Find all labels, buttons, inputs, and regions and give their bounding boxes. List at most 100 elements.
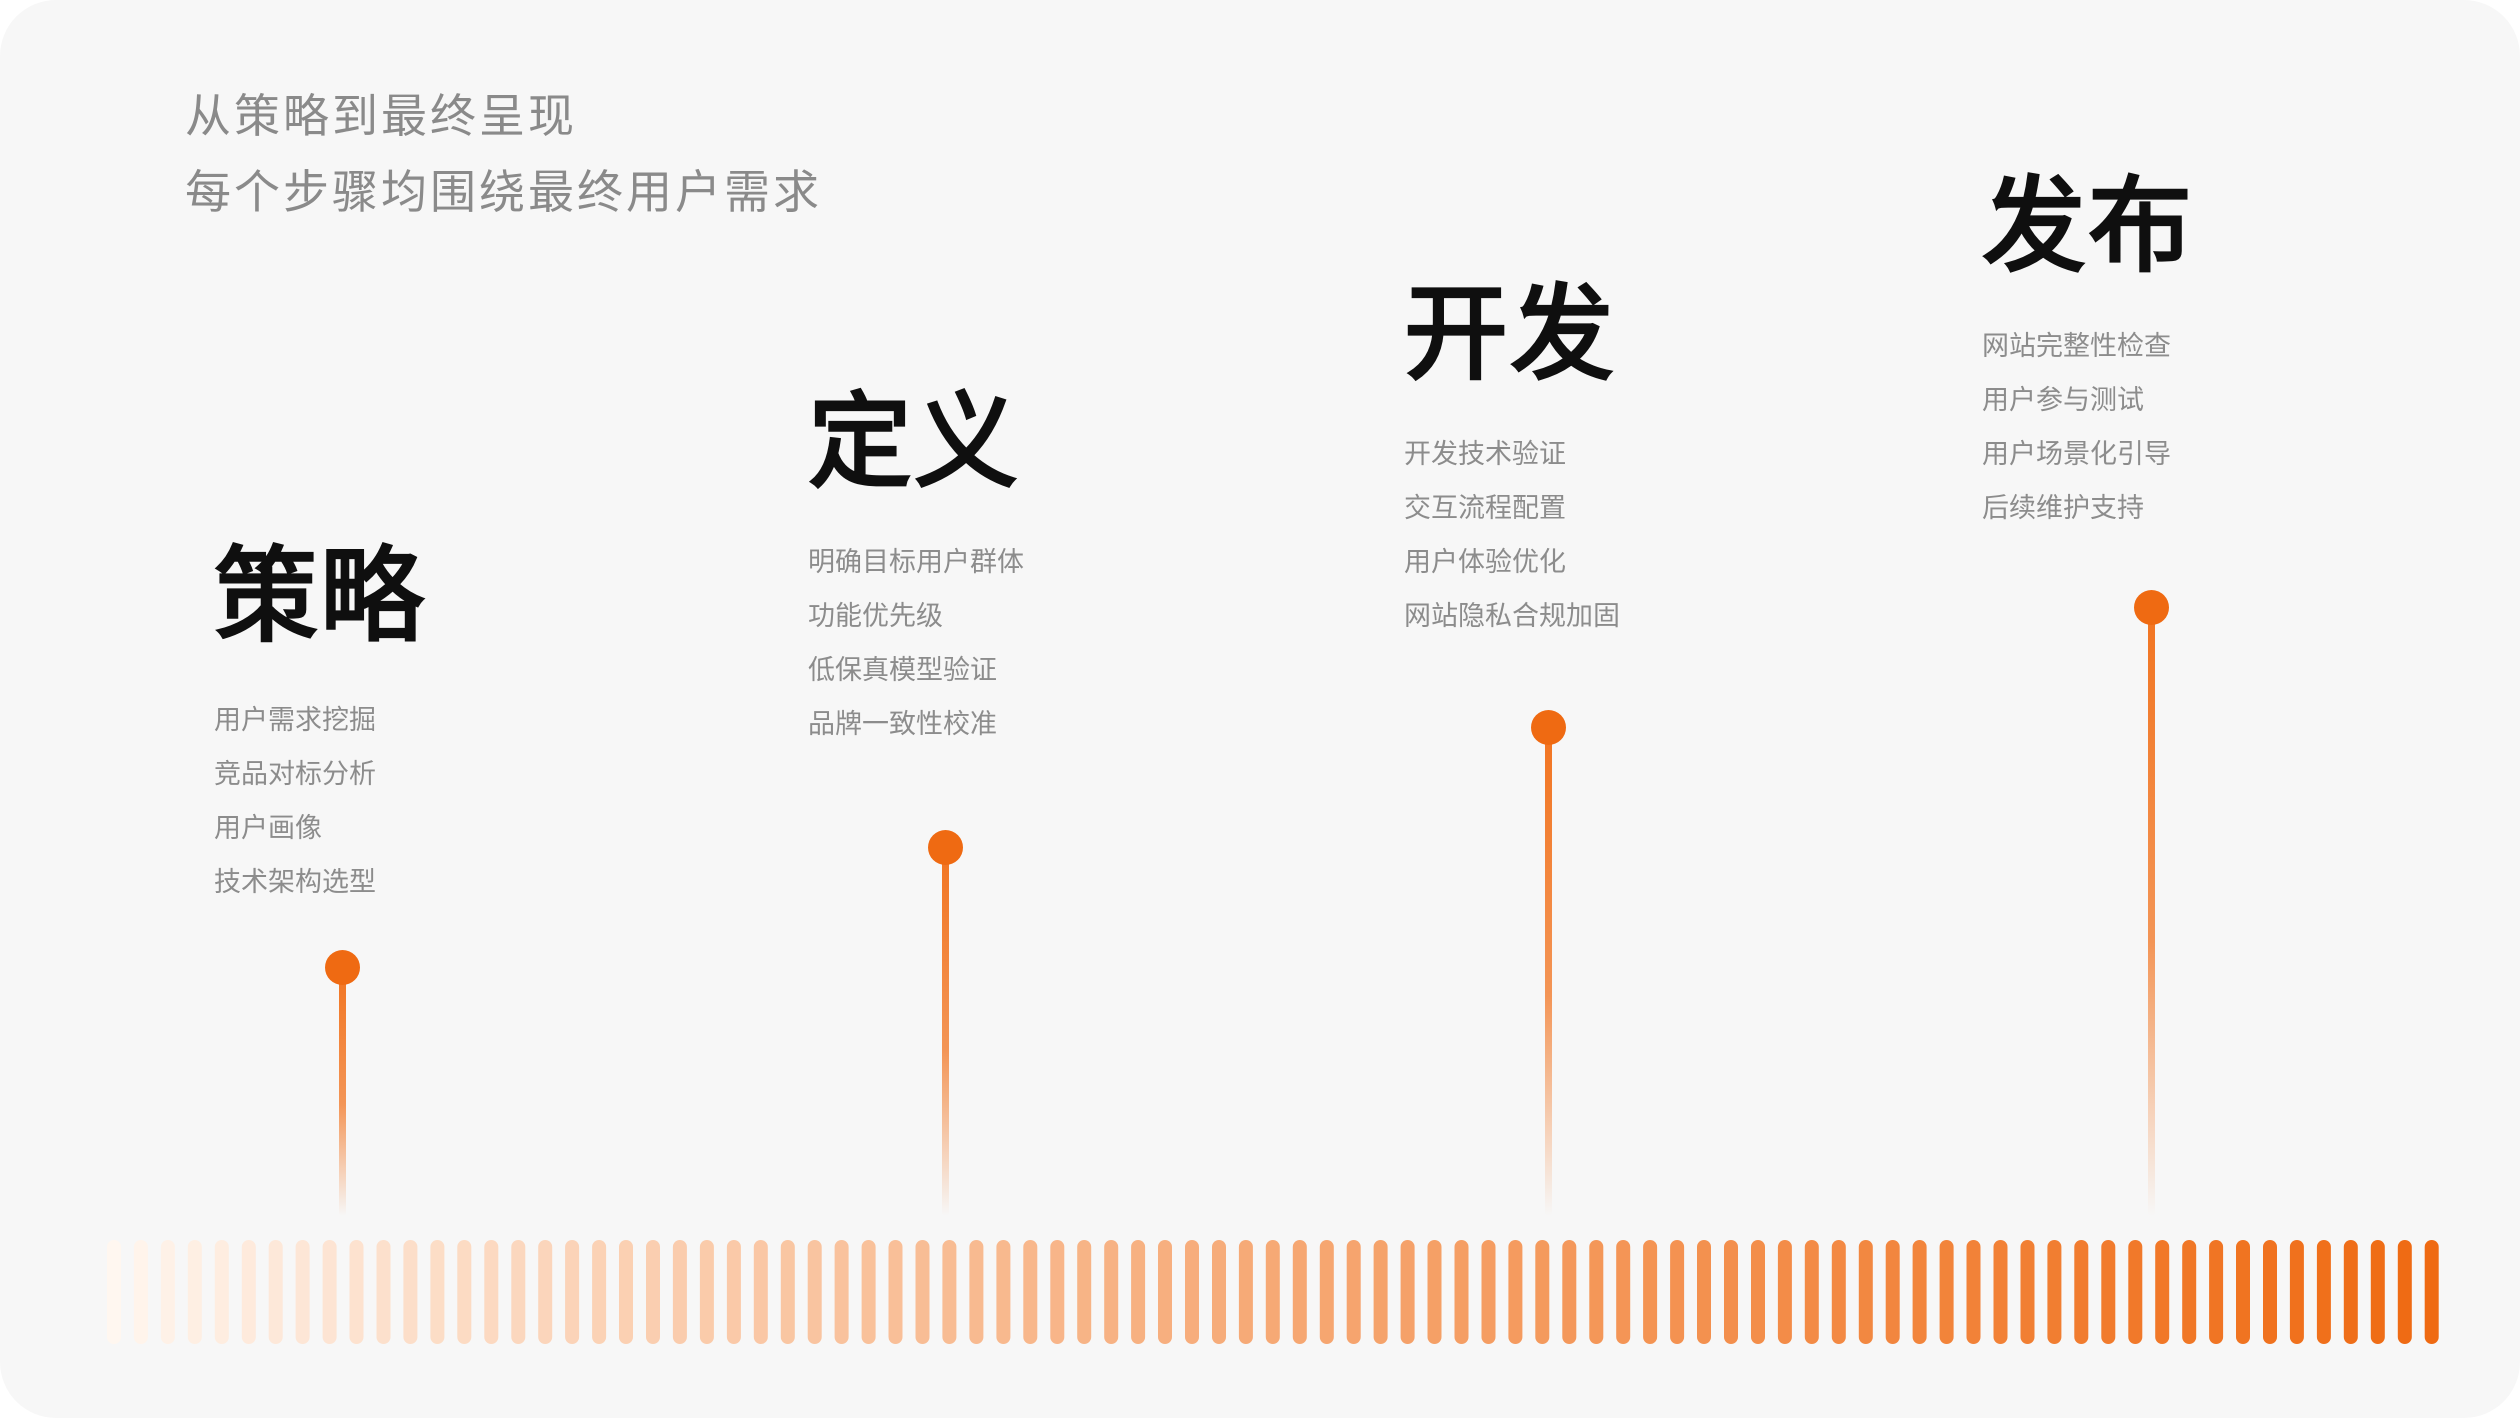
timeline-bar	[2289, 1240, 2304, 1344]
timeline-bar	[1993, 1240, 2008, 1344]
stage-item: 用户需求挖掘	[214, 705, 376, 736]
timeline-bar	[1400, 1240, 1415, 1344]
timeline-bar	[484, 1240, 499, 1344]
timeline-bar	[160, 1240, 175, 1344]
timeline-bar	[1292, 1240, 1307, 1344]
timeline-bar	[1724, 1240, 1738, 1344]
timeline-bar	[1427, 1240, 1442, 1344]
stage-item: 用户场景化引导	[1982, 439, 2171, 470]
timeline-bar	[1212, 1240, 1226, 1344]
timeline-bar	[1131, 1240, 1146, 1344]
timeline-bar	[1912, 1240, 1927, 1344]
timeline-bar	[2074, 1240, 2089, 1344]
timeline-pin-stem	[2148, 607, 2155, 1216]
timeline-bar	[322, 1240, 337, 1344]
timeline-bar	[1616, 1240, 1631, 1344]
stage-item: 开发技术验证	[1404, 439, 1566, 470]
timeline-bar	[1885, 1240, 1900, 1344]
timeline-bar	[1535, 1240, 1550, 1344]
timeline-bar	[1831, 1240, 1846, 1344]
stage-item-list: 网站完整性检查 用户参与测试 用户场景化引导 后续维护支持	[1982, 320, 2171, 536]
timeline-bar	[295, 1240, 310, 1344]
timeline-bar	[187, 1240, 202, 1344]
timeline-bar	[403, 1240, 418, 1344]
timeline-bar	[1346, 1240, 1361, 1344]
stage-item: 低保真模型验证	[808, 655, 997, 686]
tagline-line-2: 每个步骤均围绕最终用户需求	[185, 165, 822, 219]
timeline-bar	[2263, 1240, 2277, 1344]
timeline-bar	[1858, 1240, 1873, 1344]
timeline-bar	[1751, 1240, 1765, 1344]
timeline-bar	[133, 1240, 148, 1344]
timeline-bar	[1158, 1240, 1172, 1344]
timeline-bar	[1481, 1240, 1496, 1344]
timeline-bar	[1777, 1240, 1792, 1344]
timeline-bar	[619, 1240, 633, 1344]
timeline-bar	[672, 1240, 687, 1344]
timeline-bar	[538, 1240, 553, 1344]
timeline-bar	[1804, 1240, 1819, 1344]
timeline-bar	[1265, 1240, 1280, 1344]
stage-item: 用户画像	[214, 813, 322, 844]
timeline-pin-stem	[942, 847, 949, 1216]
timeline-bar	[1589, 1240, 1604, 1344]
timeline-bar	[1697, 1240, 1711, 1344]
timeline-bar	[1185, 1240, 1199, 1344]
stage-item: 用户体验优化	[1404, 547, 1566, 578]
timeline-bar	[1966, 1240, 1981, 1344]
timeline-bar	[2370, 1240, 2385, 1344]
timeline-bar	[2020, 1240, 2035, 1344]
timeline-bar	[1454, 1240, 1469, 1344]
stage-title: 定义	[808, 381, 1021, 503]
stage-title: 发布	[1982, 165, 2195, 287]
timeline-bar	[376, 1240, 391, 1344]
timeline-bar	[214, 1240, 229, 1344]
timeline-bar	[1050, 1240, 1065, 1344]
timeline-bar	[834, 1240, 849, 1344]
timeline-bar	[511, 1240, 526, 1344]
timeline-bar	[1508, 1240, 1523, 1344]
timeline-bar	[969, 1240, 984, 1344]
timeline-bar	[942, 1240, 957, 1344]
timeline-bar	[2343, 1240, 2358, 1344]
timeline-bar	[2101, 1240, 2116, 1344]
timeline-bar	[2209, 1240, 2224, 1344]
timeline-pin-dot	[1531, 710, 1566, 745]
stage-title: 开发	[1404, 273, 1617, 395]
timeline-pin-stem	[1545, 727, 1552, 1216]
stage-item-list: 用户需求挖掘 竞品对标分析 用户画像 技术架构选型	[214, 694, 376, 910]
timeline-bar	[2236, 1240, 2250, 1344]
timeline-bar	[241, 1240, 256, 1344]
stage-item: 功能优先级	[808, 601, 943, 632]
timeline-bar	[349, 1240, 364, 1344]
timeline-bar	[565, 1240, 580, 1344]
timeline-bar	[646, 1240, 660, 1344]
timeline-bar	[268, 1240, 283, 1344]
timeline-bar	[2128, 1240, 2143, 1344]
timeline-bar	[1373, 1240, 1388, 1344]
timeline-bar	[888, 1240, 903, 1344]
timeline-bar	[1238, 1240, 1253, 1344]
timeline-bar	[2047, 1240, 2062, 1344]
stage-item-list: 明确目标用户群体 功能优先级 低保真模型验证 品牌一致性校准	[808, 536, 1024, 752]
stage-item: 网站完整性检查	[1982, 331, 2171, 362]
timeline-bar	[1023, 1240, 1038, 1344]
stage-item: 交互流程配置	[1404, 493, 1566, 524]
timeline-bar	[1319, 1240, 1334, 1344]
timeline-bar	[861, 1240, 876, 1344]
stage-item: 网站隐私合规加固	[1404, 601, 1620, 632]
stage-item: 后续维护支持	[1982, 493, 2144, 524]
timeline-bar	[430, 1240, 445, 1344]
timeline-bar	[2182, 1240, 2197, 1344]
timeline-bar	[1670, 1240, 1685, 1344]
stage-item: 明确目标用户群体	[808, 547, 1024, 578]
stage-item: 竞品对标分析	[214, 759, 376, 790]
stage-item: 品牌一致性校准	[808, 709, 997, 740]
timeline-bar	[780, 1240, 795, 1344]
timeline-bar	[1104, 1240, 1119, 1344]
timeline-bar	[753, 1240, 768, 1344]
timeline-bar	[1939, 1240, 1954, 1344]
timeline-bar	[1643, 1240, 1658, 1344]
timeline-bar	[2155, 1240, 2170, 1344]
